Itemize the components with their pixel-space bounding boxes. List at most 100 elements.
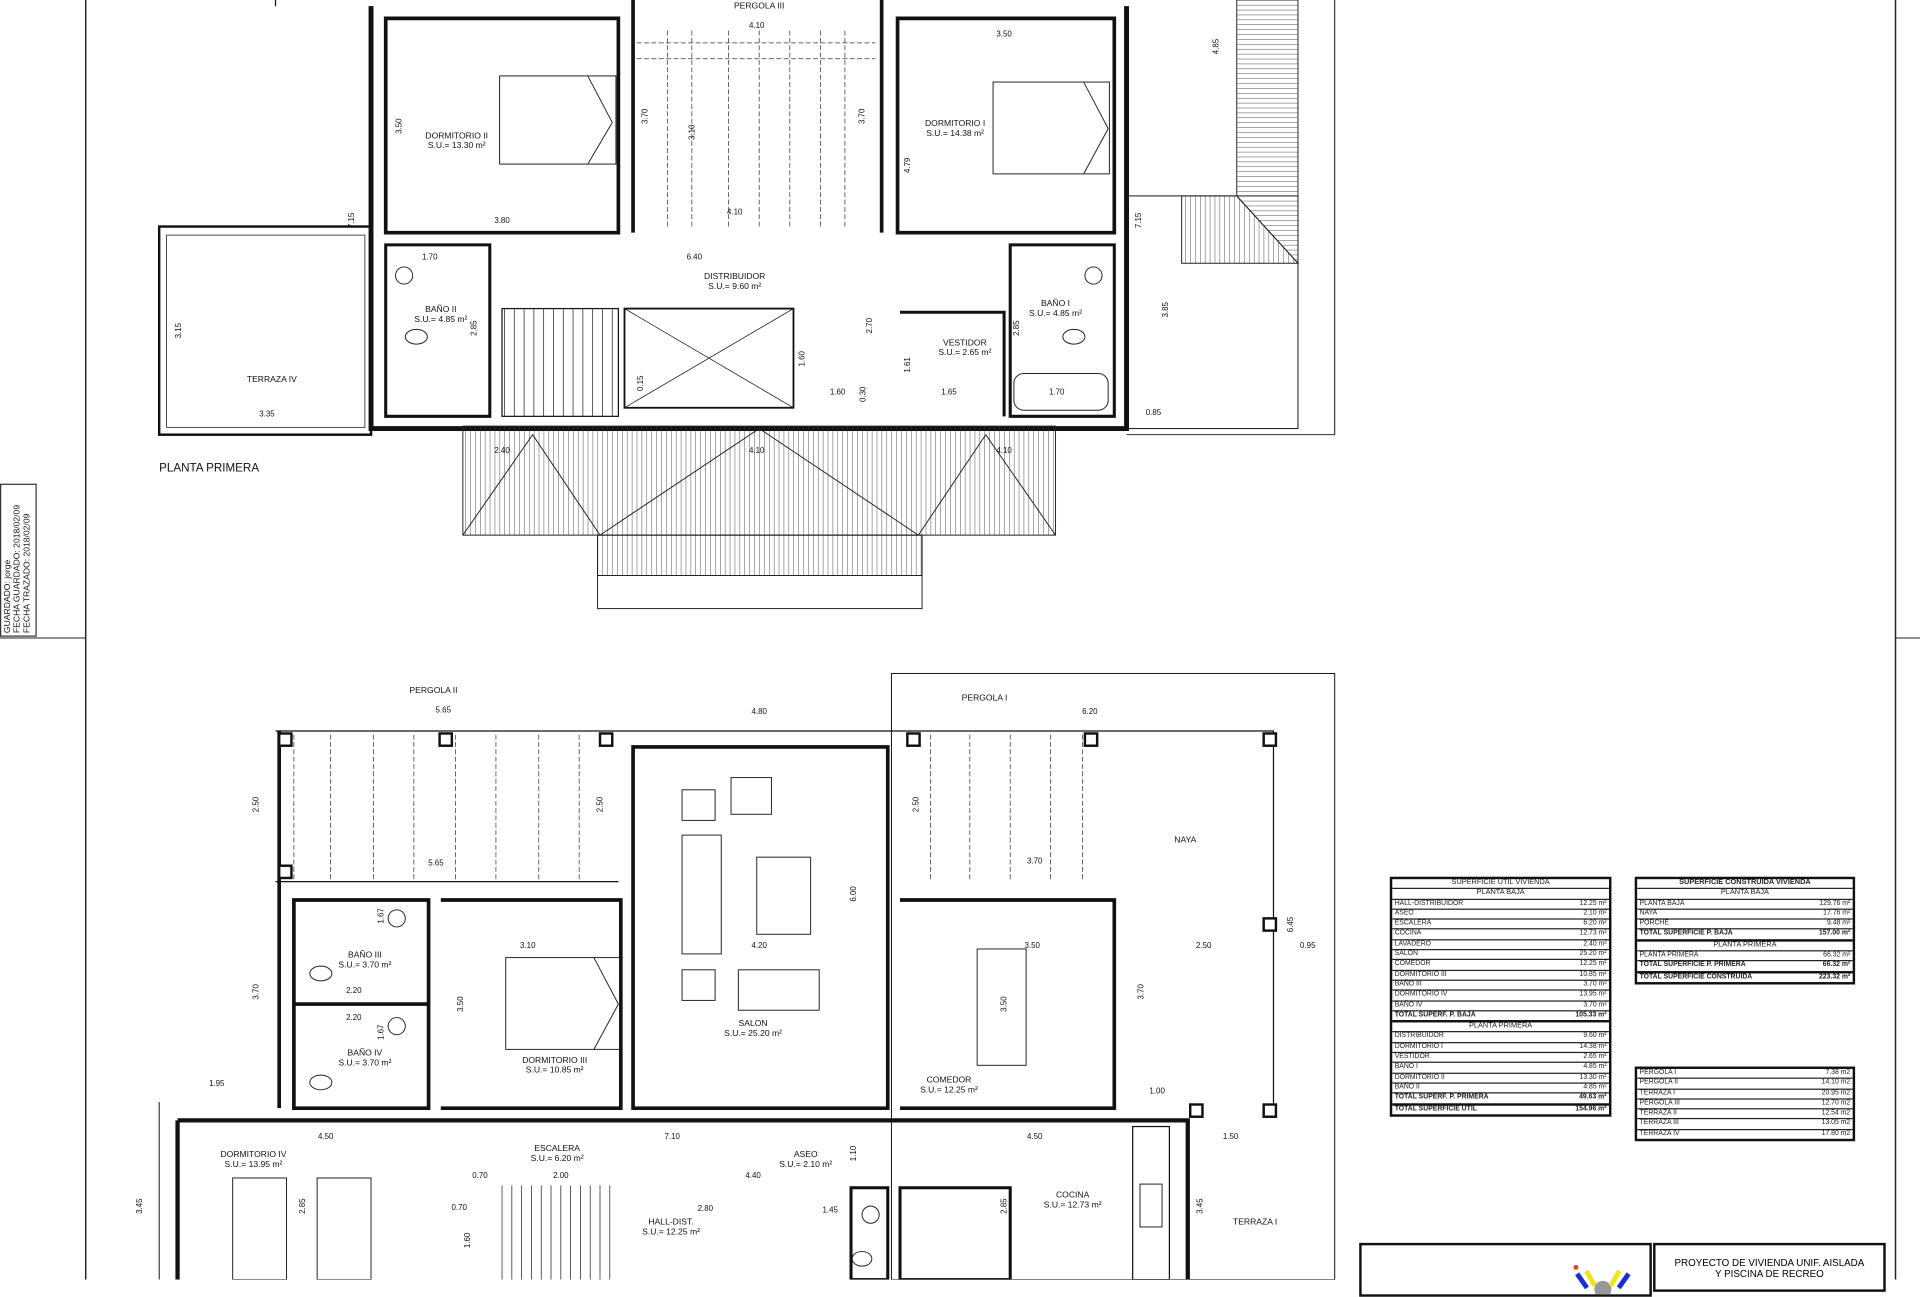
dimension-label: 1.67 (376, 908, 385, 924)
logo-icon (1573, 1264, 1631, 1295)
row-label: BAÑO I (1394, 1063, 1418, 1071)
row-value: 3.70 m² (1583, 980, 1607, 989)
dimension-label: 2.50 (911, 796, 920, 812)
stamp-line: FECHA TRAZADO: 2018/02/09 (23, 513, 32, 634)
dimension-label: 6.00 (849, 886, 858, 902)
dimension-label: 6.40 (687, 253, 703, 262)
dimension-label: 4.10 (749, 21, 765, 30)
stairs-lower (501, 1185, 611, 1280)
row-label: PERGOLA II (1639, 1079, 1679, 1087)
row-label: BAÑO III (1394, 980, 1422, 989)
row-label: COCINA (1394, 929, 1422, 938)
dimension-label: 3.80 (494, 216, 510, 225)
row-label: TOTAL SUPERF. P. PRIMERA (1394, 1093, 1489, 1102)
row-value: 2.10 m² (1583, 909, 1607, 918)
upper-plan-walls (157, 0, 1336, 436)
row-label: BAÑO II (1394, 1083, 1420, 1091)
dimension-label: 4.10 (727, 207, 743, 216)
dimension-label: 3.70 (1027, 856, 1043, 865)
dimension-label: 2.85 (1012, 320, 1021, 336)
sheet-stamp: GUARDADO: jorge FECHA GUARDADO: 2018/02/… (0, 483, 37, 637)
pergola-iii-slats (636, 30, 876, 227)
room-area: S.U.= 12.25 m² (642, 1226, 700, 1236)
row-value: 17.76 m² (1823, 909, 1851, 918)
row-value: 13.05 m2 (1821, 1119, 1851, 1128)
table-row: DORMITORIO II 13.30 m² (1392, 1073, 1609, 1084)
row-value: 7.38 m2 (1825, 1068, 1851, 1077)
row-value: 49.63 m² (1579, 1093, 1607, 1102)
dimension-label: 5.65 (436, 706, 452, 715)
room-label: DISTRIBUIDOR (704, 271, 765, 281)
row-value: 157.00 m² (1818, 929, 1851, 938)
dimension-label: 0.30 (859, 386, 868, 402)
row-label: DISTRIBUIDOR (1394, 1032, 1444, 1041)
room-label: VESTIDOR (943, 337, 987, 347)
dimension-label: 3.70 (641, 108, 650, 124)
furniture-upper (395, 75, 1110, 411)
dimension-label: 3.85 (1161, 301, 1170, 317)
row-value: 12.54 m2 (1821, 1109, 1851, 1117)
dimension-label: 2.85 (469, 320, 478, 336)
room-label: BAÑO II (425, 304, 456, 314)
dimension-label: 1.95 (209, 1079, 225, 1088)
row-value: 9.60 m² (1583, 1032, 1607, 1041)
row-label: PLANTA BAJA (1639, 899, 1685, 907)
room-label: DORMITORIO IV (220, 1149, 286, 1159)
table-row: PERGOLA II 14.10 m2 (1637, 1079, 1853, 1090)
dimension-label: 4.79 (903, 157, 912, 173)
row-value: 105.33 m² (1575, 1011, 1607, 1019)
dimension-label: 3.45 (1195, 1198, 1204, 1214)
row-label: DORMITORIO II (1394, 1073, 1445, 1081)
room-area: S.U.= 10.85 m² (526, 1065, 584, 1075)
row-label: TOTAL SUPERFICIE CONSTRUIDA (1639, 973, 1753, 981)
row-value: 2.40 m² (1583, 940, 1607, 948)
dimension-label: 1.60 (830, 387, 846, 396)
dimension-label: 4.80 (751, 707, 767, 716)
roof-hatch (462, 0, 1300, 610)
room-label: TERRAZA I (1233, 1217, 1277, 1227)
dimension-label: 0.95 (1300, 941, 1316, 950)
dimension-label: 2.80 (698, 1204, 714, 1213)
table-heading: SUPERFICIE CONSTRUIDA VIVIENDA (1637, 879, 1853, 890)
dimension-label: 2.50 (251, 796, 260, 812)
room-label: HALL-DIST. (648, 1217, 693, 1227)
dimension-label: 3.35 (259, 409, 275, 418)
project-title: PROYECTO DE VIVIENDA UNIF. AISLADA (1674, 1257, 1865, 1269)
row-label: DORMITORIO IV (1394, 990, 1448, 999)
table-row: DISTRIBUIDOR 9.60 m² (1392, 1033, 1609, 1043)
dimension-label: 1.65 (941, 387, 957, 396)
row-label: PERGOLA III (1639, 1099, 1680, 1107)
dimension-label: 1.70 (422, 253, 438, 262)
table-heading: PLANTA BAJA (1637, 889, 1853, 900)
row-label: NAYA (1639, 909, 1658, 918)
room-label: ESCALERA (534, 1143, 580, 1153)
dimension-label: 1.70 (1049, 387, 1065, 396)
row-value: 13.30 m² (1579, 1073, 1607, 1081)
room-label: PERGOLA I (962, 692, 1008, 702)
row-label: DORMITORIO III (1394, 970, 1447, 978)
row-value: 10.85 m² (1579, 970, 1607, 978)
dimension-label: 0.85 (1146, 408, 1162, 417)
dimension-label: 7.15 (347, 212, 356, 228)
table-row: TOTAL SUPERF. P. PRIMERA 49.63 m² (1392, 1093, 1609, 1106)
table-heading: PLANTA PRIMERA (1637, 941, 1853, 952)
dimension-label: 4.10 (749, 446, 765, 455)
room-label: BAÑO IV (348, 1048, 383, 1058)
table-heading: SUPERFICIE UTIL VIVIENDA (1392, 879, 1609, 890)
columns (277, 732, 1278, 1118)
row-value: 14.10 m2 (1821, 1079, 1851, 1087)
room-area: S.U.= 4.85 m² (1029, 308, 1082, 318)
row-label: PORCHE (1639, 919, 1669, 928)
